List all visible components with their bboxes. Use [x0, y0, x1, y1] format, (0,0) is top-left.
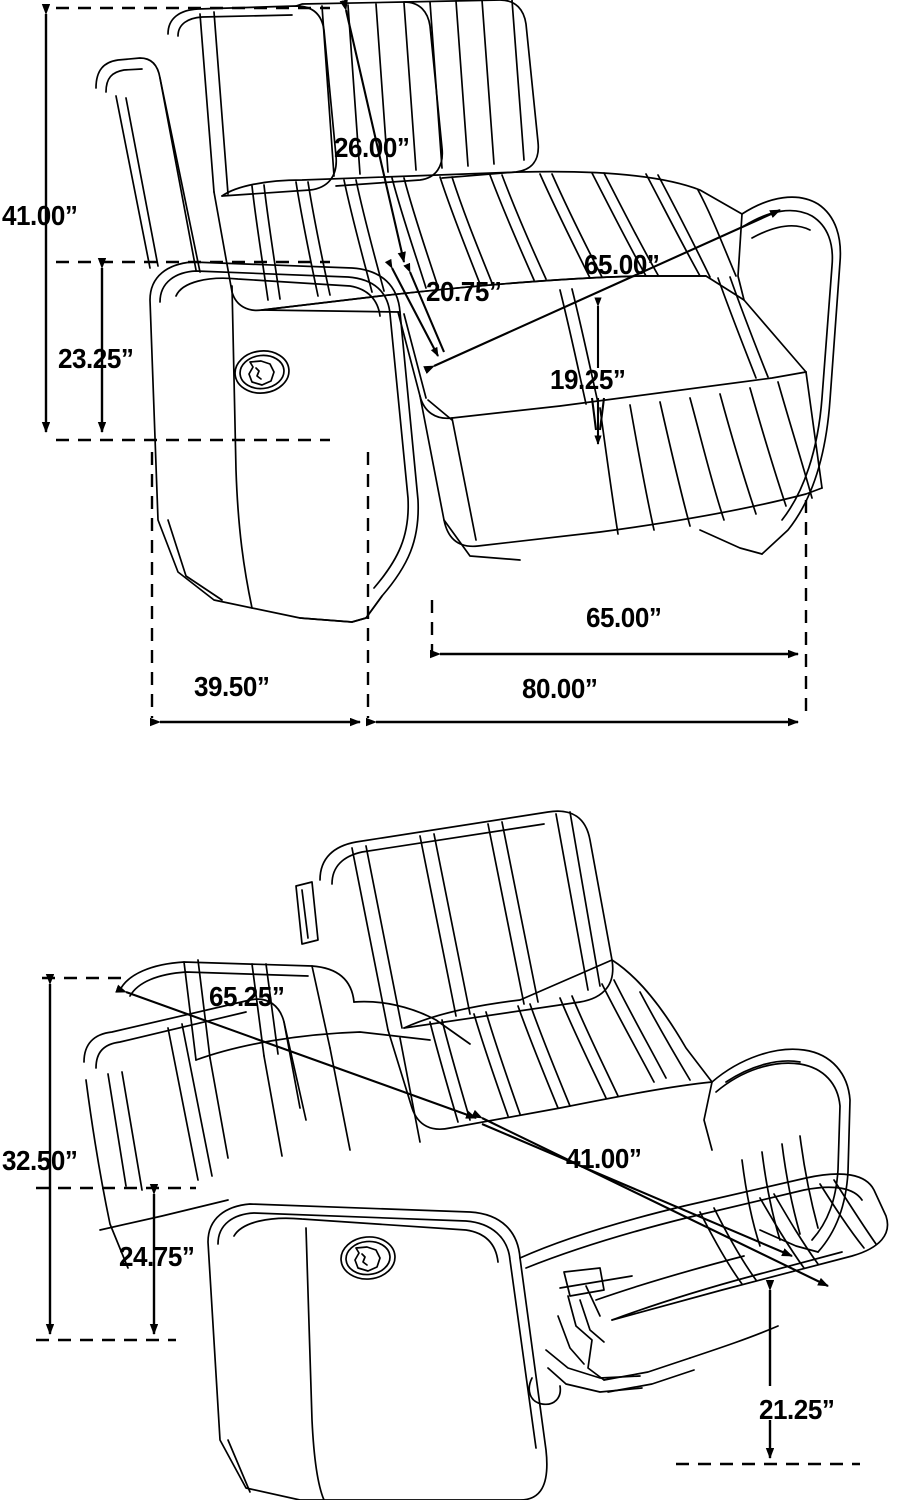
extension-lines-lower	[36, 976, 860, 1466]
extension-lines-upper	[56, 6, 808, 718]
dim-label-reclined-height: 32.50”	[2, 1145, 78, 1176]
dim-label-seat-width: 65.00”	[584, 249, 660, 280]
dim-label-reclined-seat-length: 65.25”	[209, 981, 285, 1012]
dim-label-reclined-depth: 41.00”	[566, 1143, 642, 1174]
dim-reclined-seat-length	[115, 984, 477, 1119]
dim-label-overall-width: 80.00”	[522, 673, 598, 704]
dim-label-seat-depth: 20.75”	[426, 276, 502, 307]
dim-reclined-depth	[471, 1109, 829, 1287]
dim-back-height	[339, 0, 406, 263]
dim-label-footrest-height: 21.25”	[759, 1394, 835, 1425]
dim-label-overall-height: 41.00”	[2, 200, 78, 231]
dim-label-seat-height: 23.25”	[58, 343, 134, 374]
dim-label-overall-depth: 39.50”	[194, 671, 270, 702]
dim-label-cushion-height: 19.25”	[550, 364, 626, 395]
dim-label-inside-width: 65.00”	[586, 602, 662, 633]
dim-seat-width-diagonal	[423, 209, 781, 374]
dim-label-back-height: 26.00”	[334, 132, 410, 163]
dim-label-reclined-arm-height: 24.75”	[119, 1241, 195, 1272]
dim-cushion-height	[590, 297, 606, 445]
